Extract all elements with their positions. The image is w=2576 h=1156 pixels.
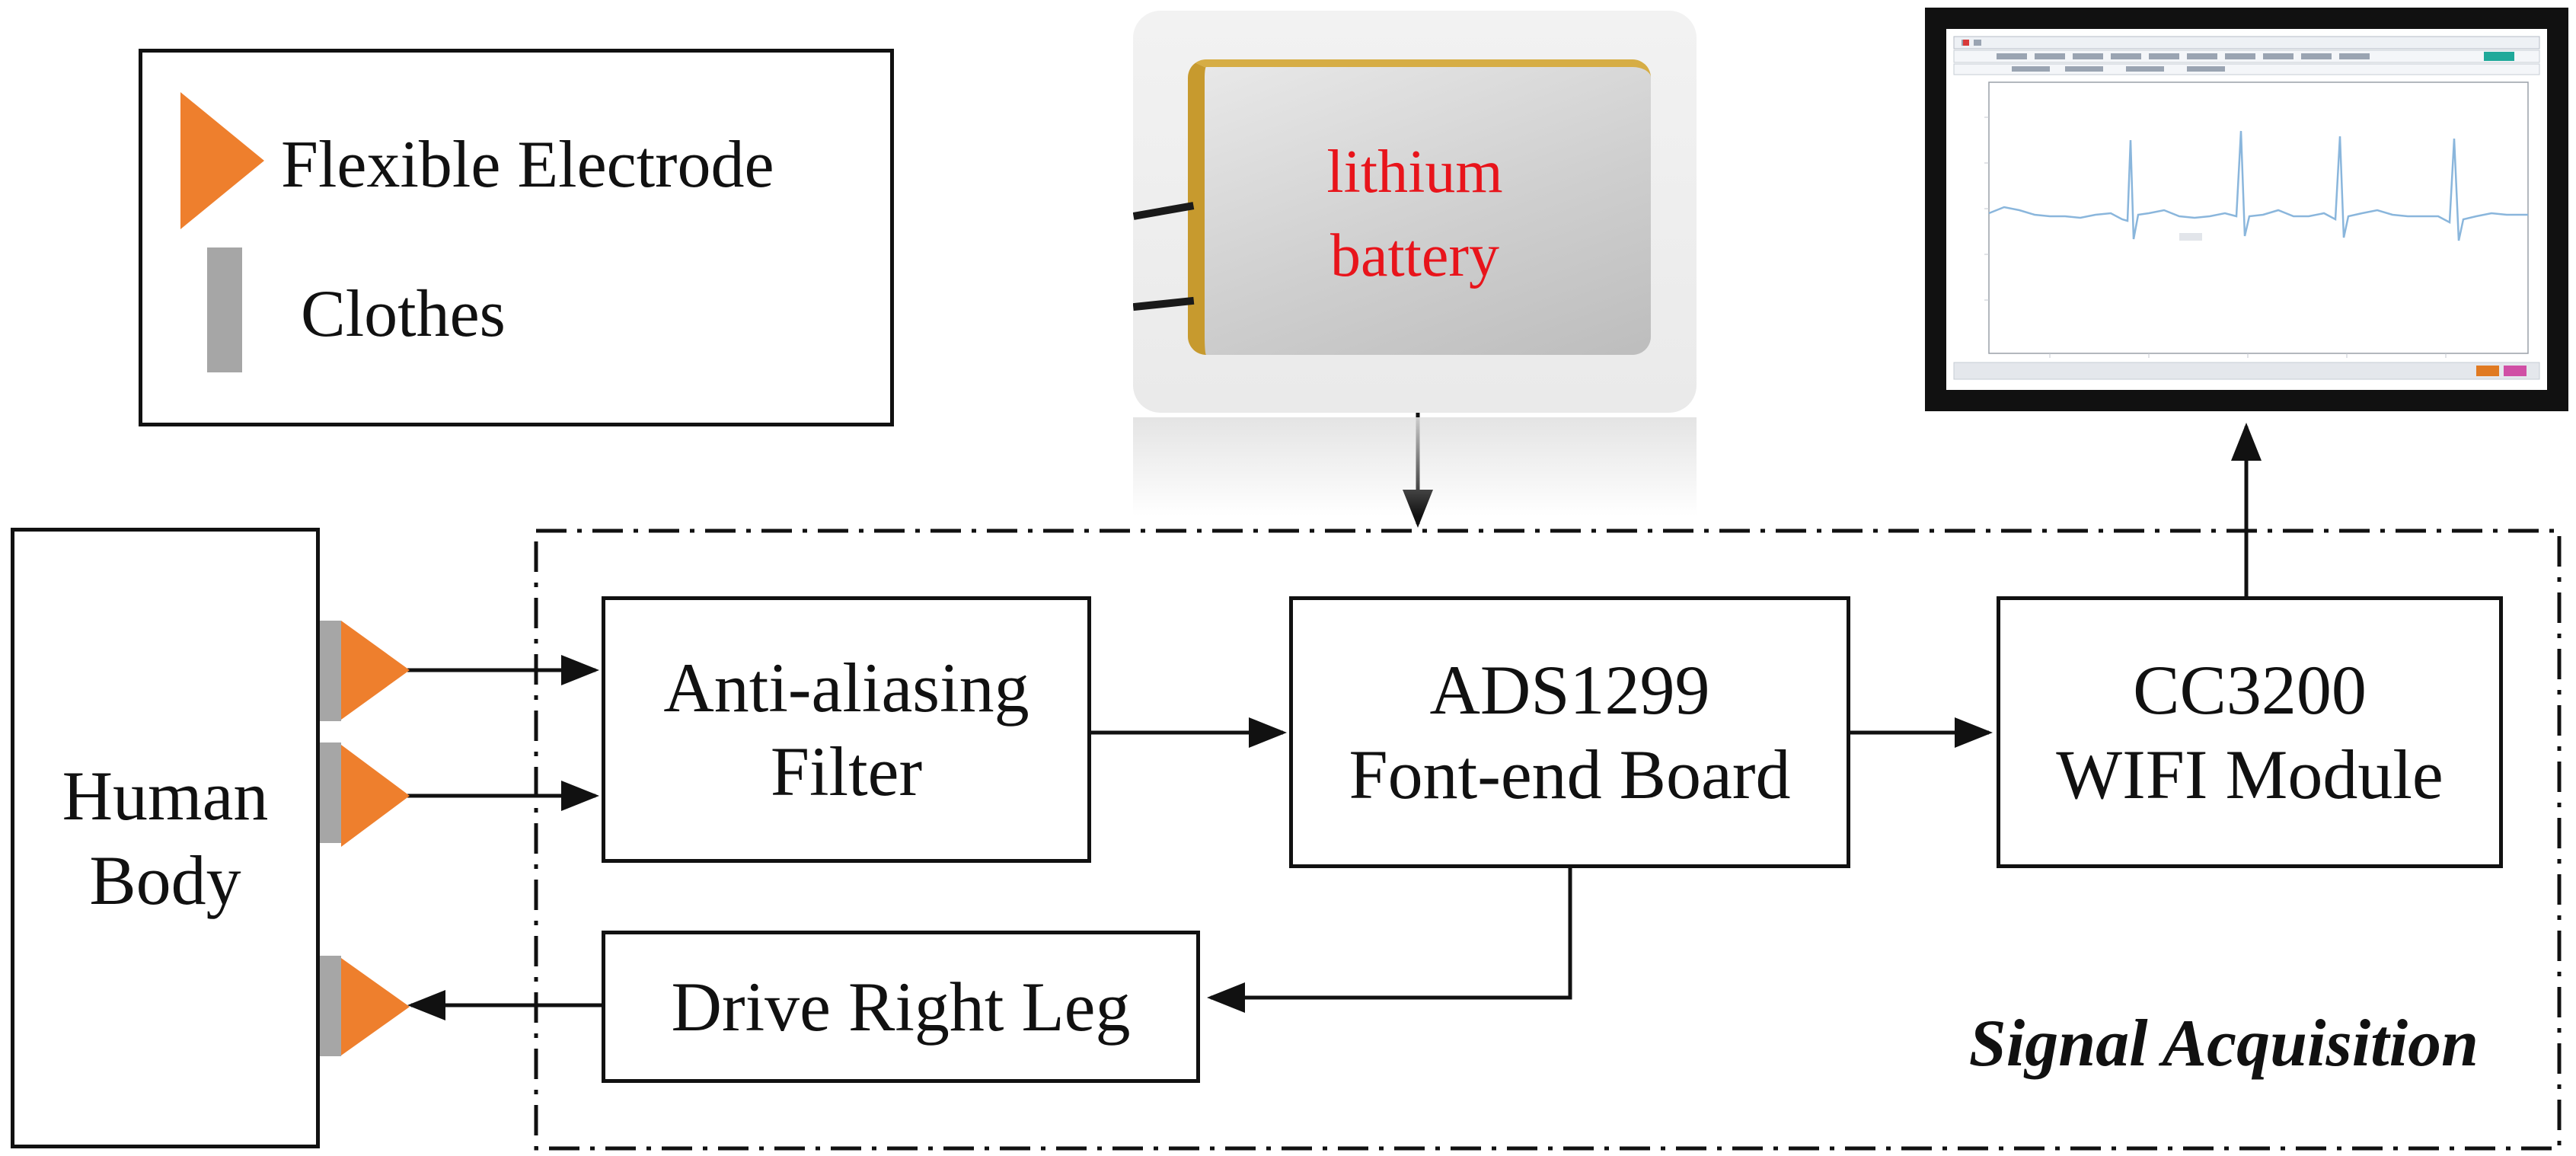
cc3200-block: CC3200 WIFI Module [1997,596,2503,868]
legend-box: Flexible Electrode Clothes [139,49,894,426]
battery-cell [1188,59,1651,355]
human-body-label-line2: Body [89,841,241,919]
ads1299-block: ADS1299 Font-end Board [1289,596,1850,868]
human-body-block: Human Body [11,528,320,1148]
drive-right-leg-block: Drive Right Leg [602,931,1200,1083]
electrode-2 [318,742,410,847]
battery-label-line2: battery [1329,222,1500,289]
battery-lead-2 [1133,296,1195,311]
electrode-legend-icon [180,92,264,229]
ads-to-drl-wire [1207,868,1572,1013]
clothes-legend-icon [207,247,242,372]
drl-label: Drive Right Leg [671,967,1131,1046]
cc3200-label-line2: WIFI Module [2056,735,2444,813]
human-body-label-line1: Human [62,757,269,835]
monitor-display [1925,8,2568,411]
anti-aliasing-label-line2: Filter [770,733,923,810]
electrode-triangle [341,745,410,847]
ecg-trace [1988,130,2528,241]
battery-reflection [1133,417,1697,516]
clothes-strip [318,621,341,721]
clothes-strip [318,742,341,843]
clothes-strip [318,956,341,1056]
electrode-triangle [341,958,410,1055]
battery-photo: lithium battery [1133,11,1697,413]
electrode-1 [318,621,410,721]
legend-electrode-label: Flexible Electrode [281,128,774,202]
signal-acquisition-label: Signal Acquisition [1968,1007,2479,1081]
battery-label-line1: lithium [1326,139,1503,206]
ads1299-label-line2: Font-end Board [1349,735,1791,813]
anti-aliasing-label-line1: Anti-aliasing [663,648,1029,726]
ads1299-label-line1: ADS1299 [1429,651,1710,730]
legend-clothes-label: Clothes [301,277,506,351]
electrode-3 [318,956,410,1056]
signal-acquisition-boundary [534,529,2562,1151]
ecg-software-window [1951,34,2542,385]
anti-aliasing-filter-block: Anti-aliasing Filter [602,596,1091,863]
battery-lead-1 [1133,202,1195,220]
monitor-screen [1946,29,2547,390]
electrode-triangle [341,621,410,720]
cc3200-label-line1: CC3200 [2133,651,2367,730]
